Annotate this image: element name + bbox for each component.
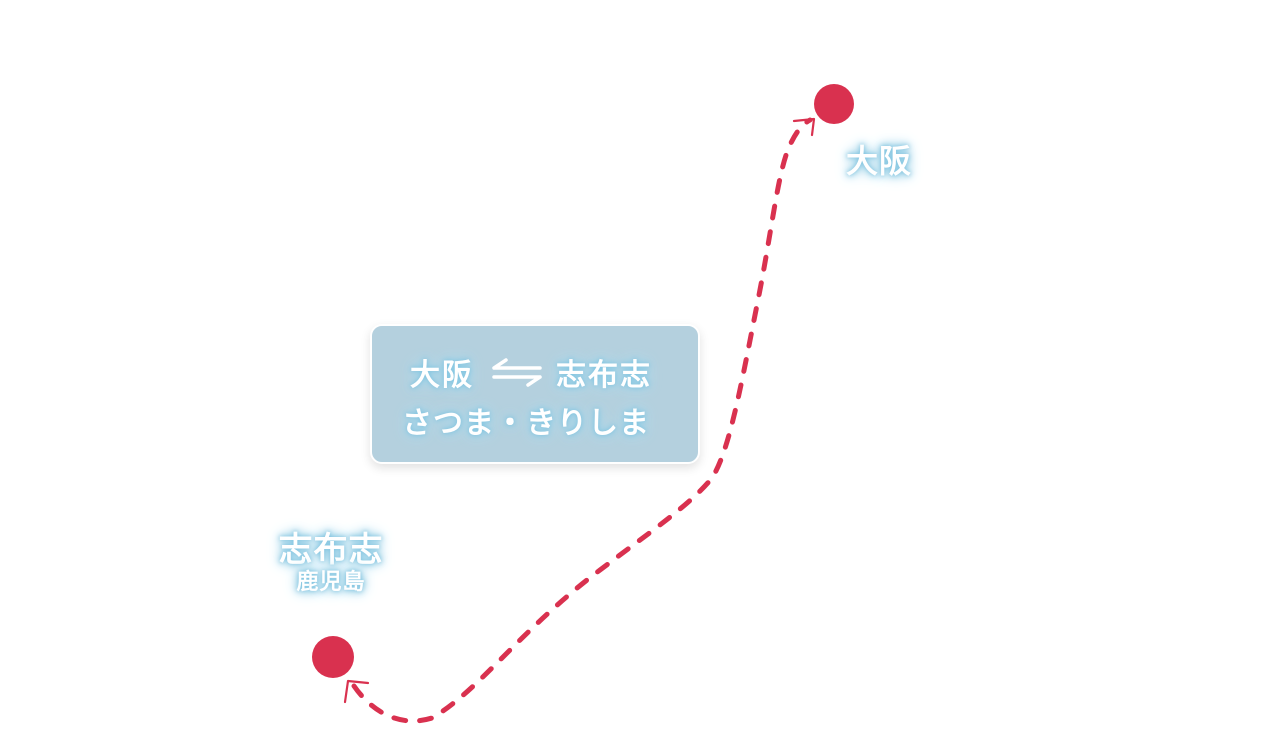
station-prefecture-kagoshima: 鹿児島 xyxy=(296,570,366,595)
station-marker-osaka[interactable] xyxy=(814,84,854,124)
route-origin: 大阪 xyxy=(410,358,474,393)
station-label-shibushi: 志布志 鹿児島 xyxy=(272,530,390,596)
station-label-osaka: 大阪 xyxy=(846,142,913,180)
route-endpoints: 大阪 志布志 xyxy=(410,350,652,394)
route-info-card: 大阪 志布志 さつま・きりしま xyxy=(370,324,700,464)
arrowhead-icon-osaka xyxy=(792,117,816,137)
arrowhead-icon-shibushi xyxy=(343,679,370,704)
station-name-shibushi: 志布志 xyxy=(278,530,384,570)
ship-names: さつま・きりしま xyxy=(402,406,650,441)
ferry-route-path xyxy=(351,117,813,724)
station-marker-shibushi[interactable] xyxy=(312,636,354,678)
bidirectional-arrow-icon xyxy=(492,358,542,387)
route-destination: 志布志 xyxy=(556,358,652,393)
